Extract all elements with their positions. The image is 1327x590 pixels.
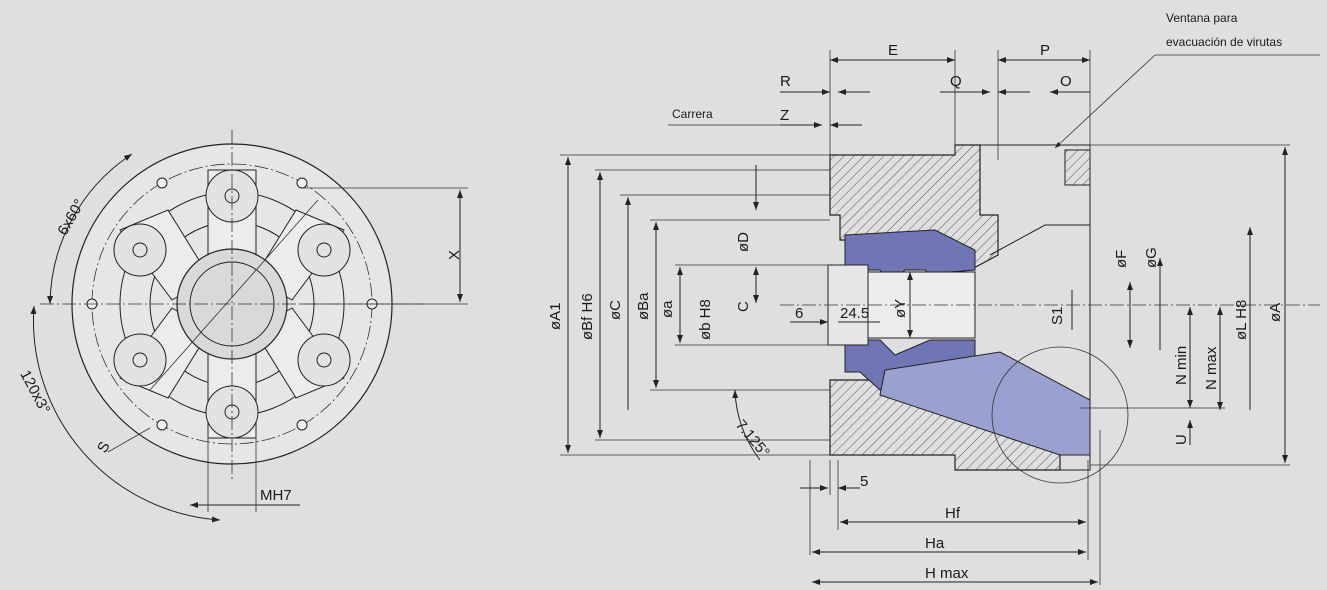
- label-x: X: [446, 250, 463, 260]
- label-carrera: Carrera: [672, 107, 713, 121]
- label-s1: S1: [1049, 307, 1066, 325]
- label-holes-6: 6x60°: [54, 196, 88, 238]
- section-view: Ventana para evacuación de virutas Carre…: [547, 11, 1320, 585]
- label-holes-120: 120x3°: [16, 367, 53, 416]
- label-o: O: [1060, 73, 1072, 90]
- label-c: C: [735, 301, 752, 312]
- label-five: 5: [860, 473, 868, 490]
- label-24-5: 24.5: [840, 305, 869, 322]
- label-y: øY: [892, 299, 909, 318]
- label-a1: øA1: [547, 302, 564, 330]
- label-ba: øBa: [635, 292, 652, 320]
- label-ventana-2: evacuación de virutas: [1166, 35, 1282, 49]
- wedge-hook: [879, 351, 1091, 456]
- label-six: 6: [795, 305, 803, 322]
- label-c-dia: øC: [607, 300, 624, 320]
- label-e: E: [888, 42, 898, 59]
- label-b: øb H8: [697, 299, 714, 340]
- label-hmax: H max: [925, 565, 969, 582]
- label-g: øG: [1143, 247, 1160, 268]
- label-z: Z: [780, 107, 789, 124]
- front-view: X 6x60° 120x3° S MH7: [16, 130, 468, 523]
- label-l: øL H8: [1233, 300, 1250, 340]
- label-hf: Hf: [945, 505, 961, 522]
- label-a: øa: [659, 300, 676, 318]
- label-mh7: MH7: [260, 487, 292, 504]
- label-bf: øBf H6: [579, 293, 596, 340]
- label-ventana-1: Ventana para: [1166, 11, 1238, 25]
- label-s: S: [94, 439, 114, 456]
- label-ha: Ha: [925, 535, 945, 552]
- detail-circle: [991, 346, 1129, 484]
- label-angle: 7.125°: [732, 417, 773, 461]
- label-p: P: [1040, 42, 1050, 59]
- label-q: Q: [950, 73, 962, 90]
- label-n-min: N min: [1173, 346, 1190, 385]
- label-a-outer: øA: [1267, 303, 1284, 322]
- label-f: øF: [1113, 250, 1130, 268]
- label-r: R: [780, 73, 791, 90]
- label-n-max: N max: [1203, 346, 1220, 390]
- body-outline: [980, 144, 1091, 471]
- label-u: U: [1173, 434, 1190, 445]
- label-d: øD: [735, 232, 752, 252]
